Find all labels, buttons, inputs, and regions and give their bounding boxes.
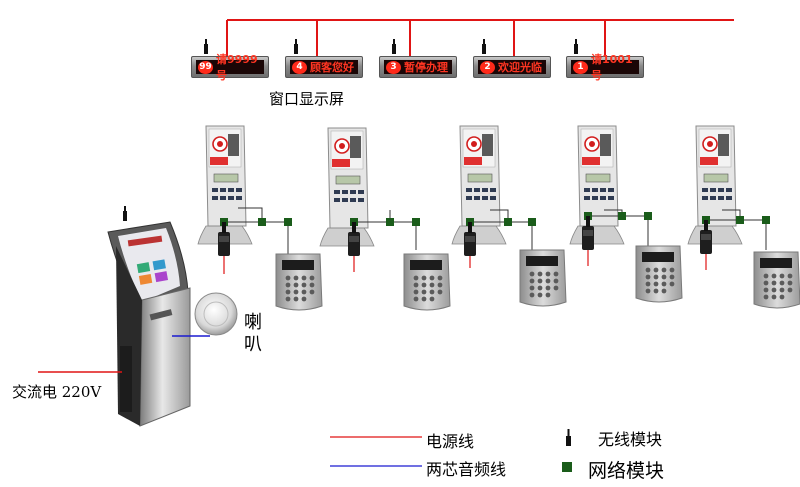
wireless-modules [218,216,712,274]
legend-power-line-label: 电源线 [426,432,475,451]
power-bus [226,19,734,56]
legend-wireless-module-label: 无线模块 [598,430,663,449]
legend-audio-line-label: 两芯音频线 [426,460,507,479]
kiosk-wiring [38,292,238,373]
speaker-icon [194,292,238,336]
display-text: 请1001号 [591,53,633,82]
display-number-badge: 2 [480,60,495,74]
display-number-badge: 4 [292,60,307,74]
speaker-label: 喇 叭 [244,312,262,355]
display-text: 暂停办理 [404,61,448,74]
display-number-badge: 1 [573,60,588,74]
window-display-label: 窗口显示屏 [269,90,345,108]
display-number-badge: 99 [198,60,213,74]
display-number-badge: 3 [386,60,401,74]
legend-wireless-icon [566,429,571,446]
ticket-kiosk [107,206,191,427]
display-text: 请9999号 [216,53,258,82]
legend-network-icon [562,462,572,472]
ac-power-label: 交流电 220V [12,383,102,401]
display-text: 欢迎光临 [498,61,542,74]
legend-network-module-label: 网络模块 [588,460,665,482]
display-text: 顾客您好 [310,61,354,74]
legend-graphics [330,429,572,472]
